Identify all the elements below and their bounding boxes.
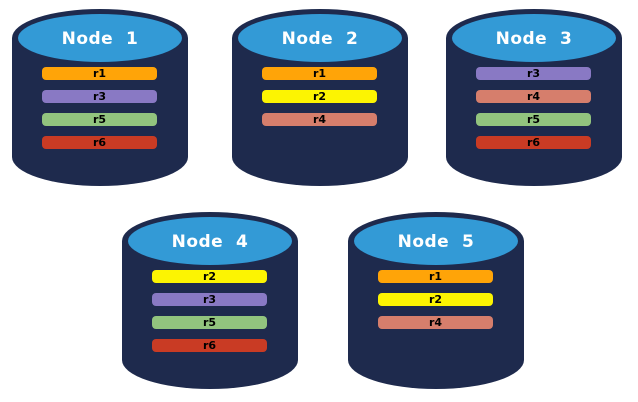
cylinder-top-ellipse [128, 217, 292, 265]
replica-bar-r3: r3 [42, 90, 157, 103]
replica-bar-r6: r6 [42, 136, 157, 149]
node-3: Node 3 r3 r4 r5 r6 [446, 8, 622, 188]
node-title: Node 3 [495, 29, 573, 49]
replica-bar-r2: r2 [378, 293, 493, 306]
replica-bar-r3: r3 [476, 67, 591, 80]
replica-bar-r4: r4 [262, 113, 377, 126]
replica-bar-r3: r3 [152, 293, 267, 306]
replica-list: r3 r4 r5 r6 [476, 67, 591, 149]
node-2: Node 2 r1 r2 r4 [232, 8, 408, 188]
replica-bar-r4: r4 [476, 90, 591, 103]
replica-list: r2 r3 r5 r6 [152, 270, 267, 352]
node-5: Node 5 r1 r2 r4 [348, 211, 524, 391]
replica-bar-r1: r1 [42, 67, 157, 80]
replica-bar-r5: r5 [42, 113, 157, 126]
replica-bar-r1: r1 [378, 270, 493, 283]
cylinder-top-ellipse [238, 14, 402, 62]
replica-list: r1 r2 r4 [378, 270, 493, 329]
node-1: Node 1 r1 r3 r5 r6 [12, 8, 188, 188]
replica-bar-r2: r2 [152, 270, 267, 283]
cylinder-top-ellipse [452, 14, 616, 62]
replica-bar-r5: r5 [476, 113, 591, 126]
node-title: Node 5 [397, 232, 475, 252]
replica-bar-r6: r6 [152, 339, 267, 352]
cylinder-top-ellipse [18, 14, 182, 62]
replica-list: r1 r3 r5 r6 [42, 67, 157, 149]
node-title: Node 2 [281, 29, 359, 49]
replica-bar-r1: r1 [262, 67, 377, 80]
replica-bar-r4: r4 [378, 316, 493, 329]
node-title: Node 1 [61, 29, 139, 49]
replica-bar-r2: r2 [262, 90, 377, 103]
node-title: Node 4 [171, 232, 249, 252]
replica-bar-r5: r5 [152, 316, 267, 329]
node-4: Node 4 r2 r3 r5 r6 [122, 211, 298, 391]
replica-list: r1 r2 r4 [262, 67, 377, 126]
replica-bar-r6: r6 [476, 136, 591, 149]
cylinder-top-ellipse [354, 217, 518, 265]
